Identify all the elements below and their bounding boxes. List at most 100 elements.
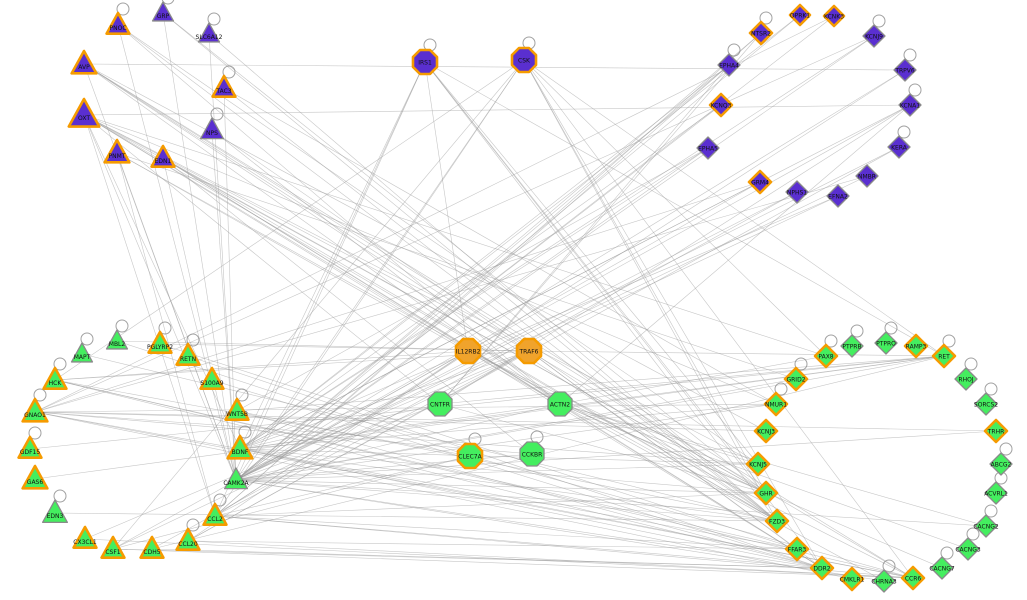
node-WNT5B[interactable]	[224, 397, 250, 421]
edge	[83, 114, 530, 352]
node-GRM4[interactable]	[747, 169, 773, 195]
node-MAPT[interactable]	[70, 342, 94, 363]
edge	[34, 411, 759, 465]
edge	[239, 350, 530, 450]
edge	[116, 152, 216, 517]
node-RHOJ[interactable]	[954, 367, 978, 391]
node-BDNF[interactable]	[226, 434, 254, 460]
node-RETN[interactable]	[175, 342, 201, 366]
node-CCR6[interactable]	[900, 565, 926, 591]
node-PGLYRP2[interactable]	[147, 330, 173, 354]
node-PNOC[interactable]	[105, 11, 131, 35]
edge	[523, 59, 945, 357]
node-HCK[interactable]	[42, 366, 68, 390]
node-MBL2[interactable]	[105, 329, 129, 350]
edge	[112, 548, 823, 569]
node-IL12RB2[interactable]	[454, 337, 482, 365]
node-CSK[interactable]	[510, 46, 538, 74]
node-KCNJ5[interactable]	[745, 451, 771, 477]
node-KCNJ3[interactable]	[753, 418, 779, 444]
edge	[235, 479, 987, 527]
node-CHRNA3[interactable]	[872, 569, 896, 593]
edge	[187, 540, 798, 550]
edge	[528, 350, 945, 357]
node-SORCS2[interactable]	[974, 392, 998, 416]
node-KERA[interactable]	[887, 135, 911, 159]
node-NMUR1[interactable]	[763, 391, 789, 417]
self-loop-edge	[116, 2, 130, 16]
node-CX3CL1[interactable]	[72, 525, 98, 549]
node-CLEC7A[interactable]	[456, 442, 484, 470]
edge	[187, 146, 900, 542]
self-loop-edge	[872, 14, 886, 28]
node-ABCG2[interactable]	[989, 452, 1013, 476]
node-CSF1[interactable]	[100, 535, 126, 559]
node-FFAR3[interactable]	[784, 536, 810, 562]
node-SLC6A12[interactable]	[197, 22, 221, 43]
node-ACVRL1[interactable]	[984, 481, 1008, 505]
node-EDN1[interactable]	[150, 144, 176, 168]
self-loop-edge	[53, 489, 67, 503]
node-TRAF6[interactable]	[515, 337, 543, 365]
edge	[239, 448, 778, 522]
node-EPHA5[interactable]	[696, 136, 720, 160]
node-CACNG7[interactable]	[930, 556, 954, 580]
node-KCNA1[interactable]	[898, 93, 922, 117]
node-DDR2[interactable]	[809, 555, 835, 581]
node-GAS6[interactable]	[21, 464, 49, 490]
edge	[523, 59, 778, 522]
edge	[214, 492, 767, 517]
edge	[239, 355, 945, 450]
node-CNTFR[interactable]	[427, 391, 453, 417]
node-NPS[interactable]	[199, 117, 225, 140]
node-CMKLR1[interactable]	[839, 566, 865, 592]
node-CACNG3[interactable]	[956, 537, 980, 561]
node-NMBR[interactable]	[855, 164, 879, 188]
node-KCNQ3[interactable]	[708, 92, 734, 118]
node-GRID2[interactable]	[783, 366, 809, 392]
node-RET[interactable]	[931, 343, 957, 369]
node-GNAO1[interactable]	[21, 397, 49, 423]
node-RAMP3[interactable]	[903, 333, 929, 359]
node-PTPRB[interactable]	[840, 334, 864, 358]
node-EFNA2[interactable]	[826, 184, 850, 208]
node-CDH5[interactable]	[139, 535, 165, 559]
node-PAX8[interactable]	[813, 343, 839, 369]
edge	[83, 63, 767, 432]
node-NPHS1[interactable]	[785, 180, 809, 204]
node-IRS1[interactable]	[411, 48, 439, 76]
self-loop-edge	[884, 321, 898, 335]
node-GRP[interactable]	[151, 1, 175, 22]
node-GDF15[interactable]	[17, 435, 43, 459]
node-TRPV6[interactable]	[893, 58, 917, 82]
node-KCNK3[interactable]	[822, 4, 846, 28]
node-CCKBR[interactable]	[519, 441, 545, 467]
node-NTSR2[interactable]	[748, 20, 774, 46]
edge	[235, 403, 561, 481]
node-ACTN2[interactable]	[547, 391, 573, 417]
node-PNMT[interactable]	[103, 138, 131, 164]
node-CCL20[interactable]	[175, 527, 201, 551]
node-PTPRO[interactable]	[874, 331, 898, 355]
node-KCNJ9[interactable]	[862, 24, 886, 48]
edge	[239, 104, 722, 450]
node-TRHR[interactable]	[983, 418, 1009, 444]
edge	[236, 410, 823, 569]
node-CAMK2A[interactable]	[223, 467, 249, 490]
node-EDN3[interactable]	[42, 499, 68, 524]
edge	[235, 378, 797, 481]
node-TAC3[interactable]	[211, 74, 237, 98]
node-OPRK1[interactable]	[788, 3, 812, 27]
edge	[162, 157, 533, 455]
edge	[83, 114, 823, 569]
self-loop-edge	[940, 546, 954, 560]
node-S100A9[interactable]	[199, 366, 225, 390]
node-OXT[interactable]	[67, 97, 101, 128]
node-FZD3[interactable]	[764, 508, 790, 534]
node-CACNG2[interactable]	[974, 514, 998, 538]
node-EPHA4[interactable]	[717, 53, 741, 77]
node-AVP[interactable]	[70, 49, 98, 75]
node-GHR[interactable]	[753, 480, 779, 506]
node-CCL2[interactable]	[202, 502, 228, 526]
